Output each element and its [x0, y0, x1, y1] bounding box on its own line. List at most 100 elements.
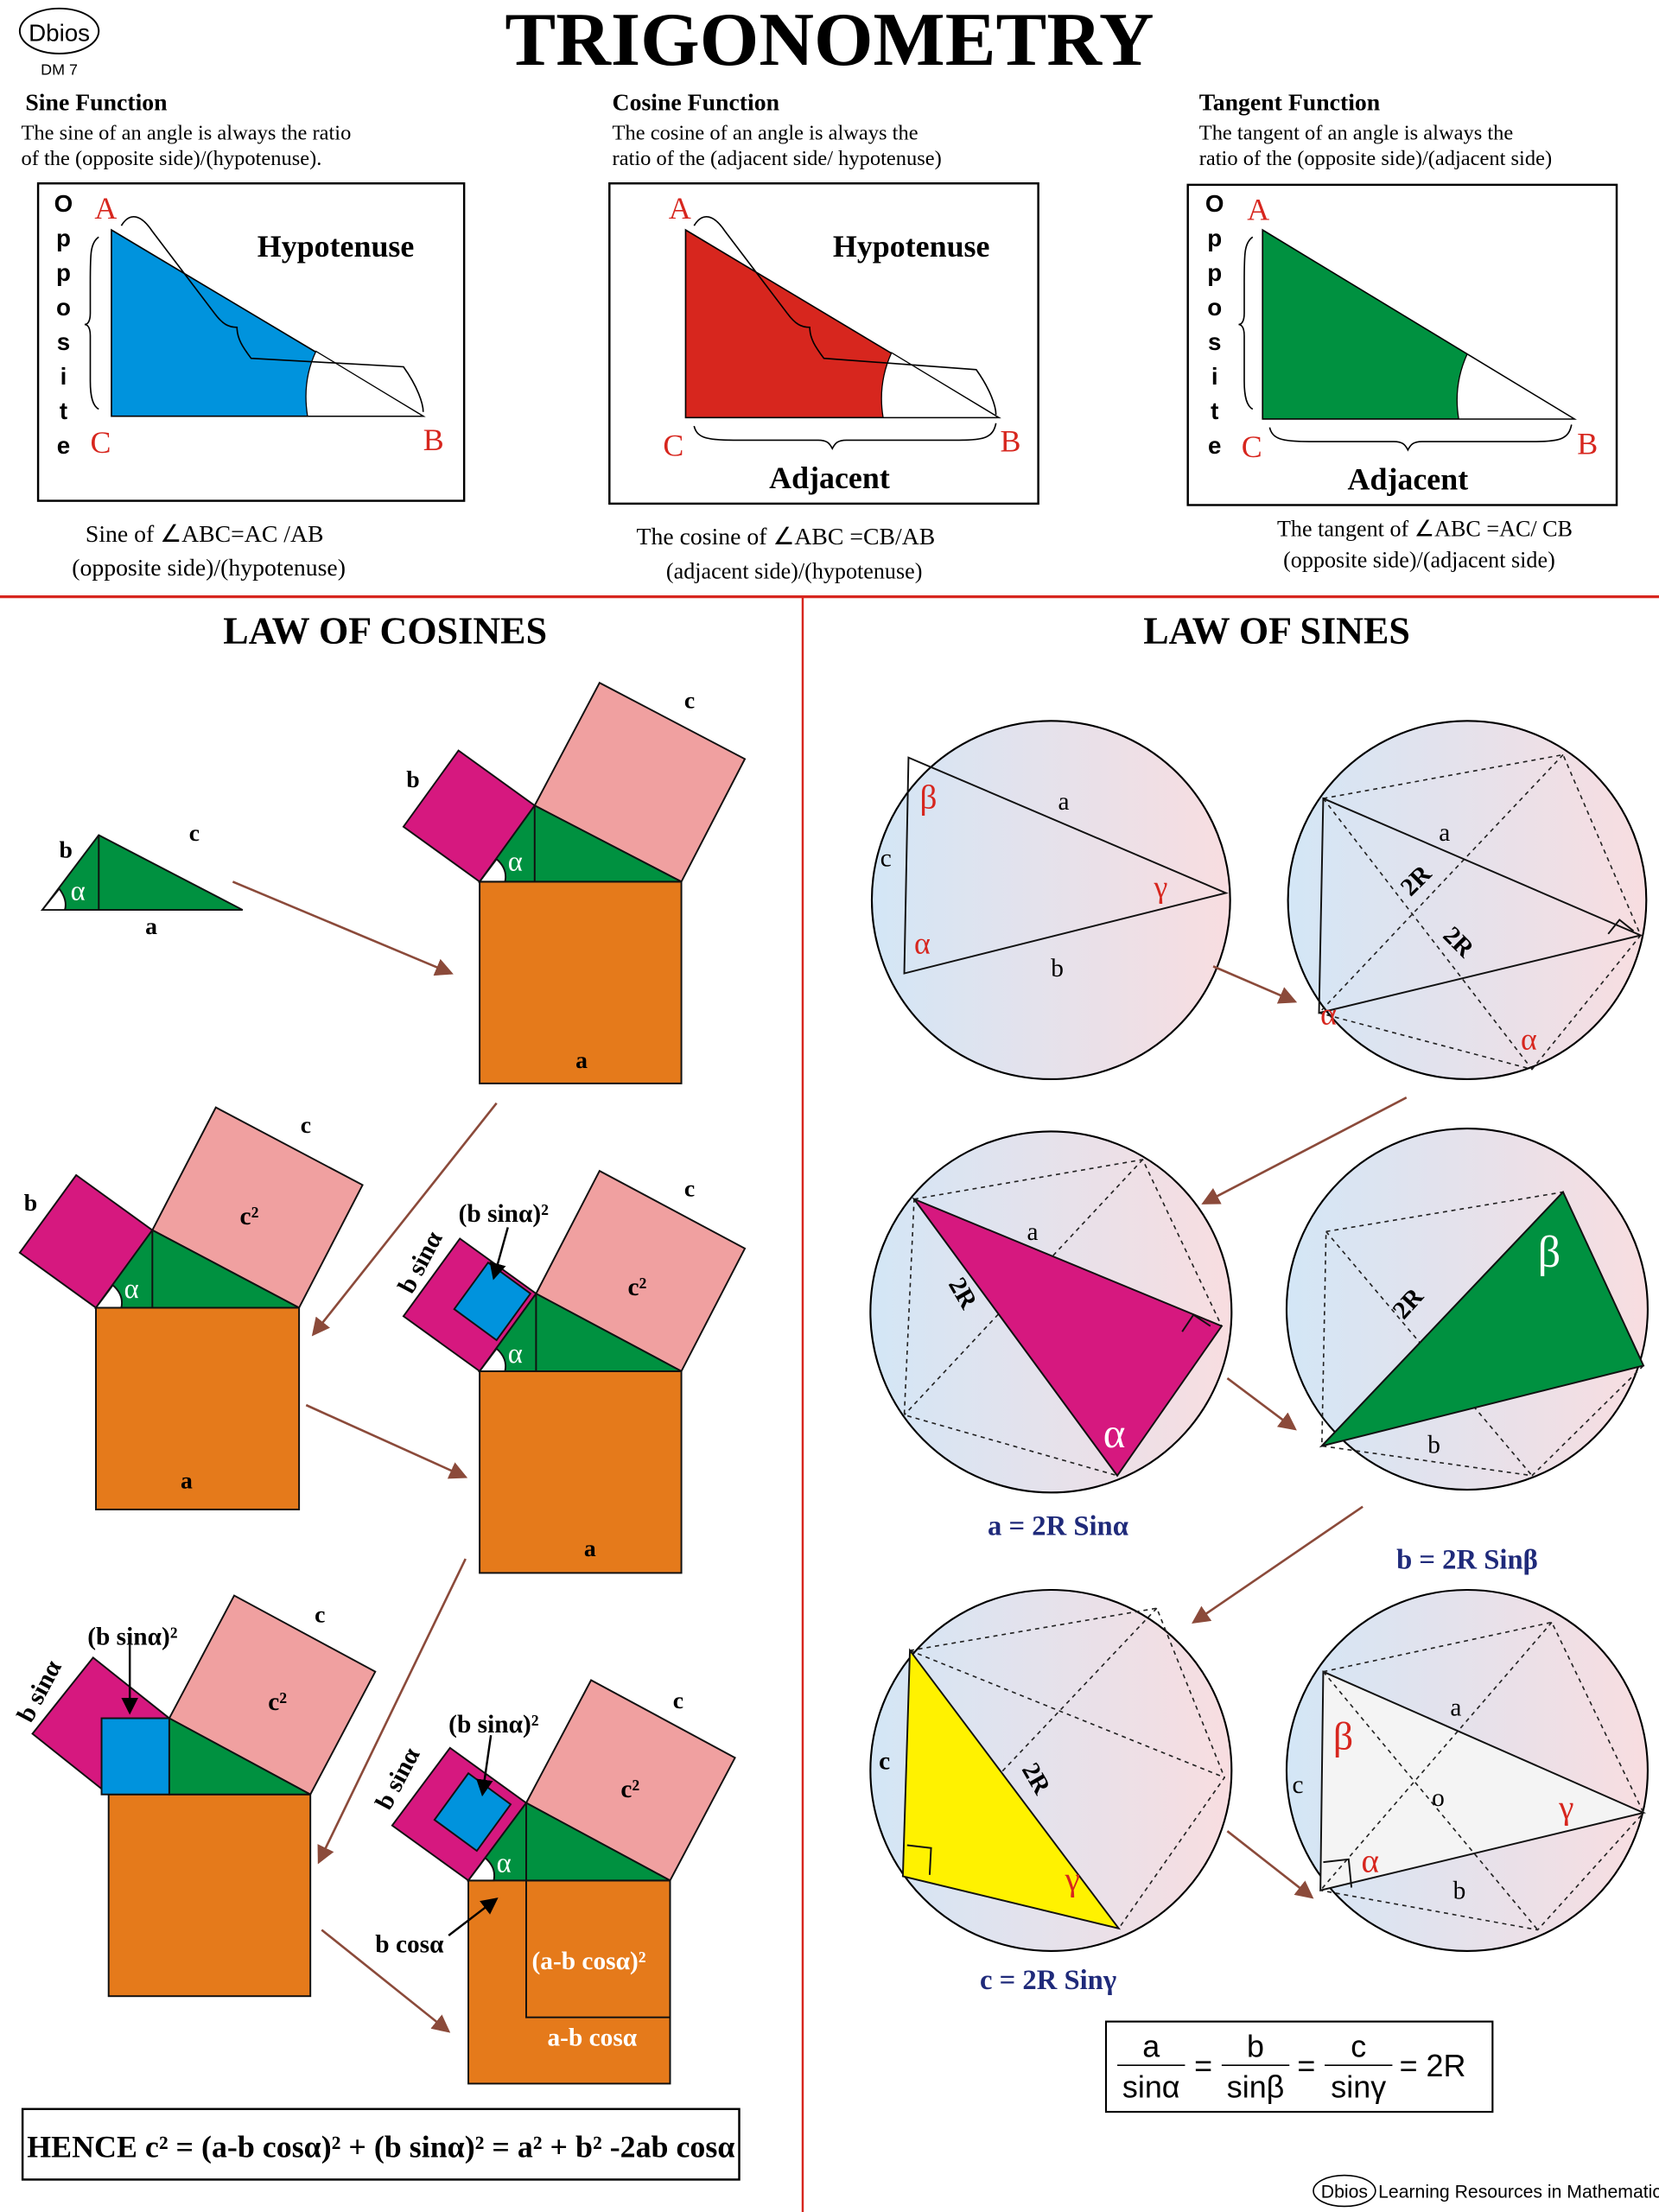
law-of-sines: LAW OF SINES β a γ c α b a 2R 2R α α [869, 609, 1649, 2113]
vertex-a: A [1247, 193, 1269, 227]
side-a: a [575, 1047, 588, 1074]
angle-alpha: α [508, 846, 523, 877]
tangent-desc-2: ratio of the (opposite side)/(adjacent s… [1199, 147, 1552, 170]
sine-title: Sine Function [25, 89, 168, 116]
vertex-b: B [423, 423, 444, 457]
angle-gamma: γ [1558, 1789, 1573, 1826]
circle-4: β 2R b [1285, 1128, 1649, 1491]
sine-box [36, 182, 466, 502]
side-a: a [1439, 819, 1450, 847]
tangent-desc-1: The tangent of an angle is always the [1199, 122, 1514, 145]
c-squared: c² [620, 1776, 639, 1803]
b-cos-alpha: b cosα [375, 1931, 444, 1959]
law-of-cosines: LAW OF COSINES b c a α b c a α [12, 609, 747, 2181]
denominator-sin-gamma: sinγ [1331, 2069, 1386, 2105]
poster-code: DM 7 [41, 61, 78, 79]
step-6-squares: b sinα (b sinα)² c c² α b cosα (a-b cosα… [371, 1679, 736, 2085]
tangent-section: Tangent Function The tangent of an angle… [1186, 89, 1618, 572]
a-minus-bcos: a-b cosα [547, 2024, 637, 2051]
step-5-squares: b sinα (b sinα)² c c² [12, 1594, 377, 1998]
side-a: a [1027, 1218, 1039, 1246]
tangent-caption-2: (opposite side)/(adjacent side) [1283, 547, 1555, 572]
denominator-sin-beta: sinβ [1227, 2069, 1285, 2105]
c-squared: c² [240, 1203, 259, 1230]
step-arrows [232, 880, 498, 2033]
logo-ellipse [18, 7, 100, 55]
side-a: a [1450, 1694, 1461, 1721]
side-c: c [879, 1747, 890, 1775]
circle-1: β a γ c α b [870, 720, 1231, 1081]
vertex-c: C [663, 428, 683, 462]
side-c: c [684, 688, 695, 715]
footer-logo-ellipse [1313, 2174, 1376, 2208]
vertex-b: B [1001, 423, 1021, 458]
side-c: c [315, 1602, 325, 1629]
angle-gamma: γ [1065, 1861, 1080, 1898]
side-b: b [406, 766, 419, 793]
sine-desc-2: of the (opposite side)/(hypotenuse). [21, 147, 321, 170]
a-minus-bcos-squared: (a-b cosα)² [532, 1948, 646, 1975]
sine-desc-1: The sine of an angle is always the ratio [21, 122, 351, 145]
side-b: b [1453, 1878, 1466, 1905]
tangent-caption-1: The tangent of ∠ABC =AC/ CB [1277, 516, 1573, 541]
side-b: b [1427, 1432, 1440, 1459]
c-squared: c² [628, 1274, 647, 1301]
side-a: a [181, 1467, 193, 1494]
side-c: c [684, 1175, 695, 1202]
vertex-b: B [1577, 427, 1598, 461]
vertex-a: A [94, 191, 117, 226]
numerator-b: b [1247, 2028, 1264, 2063]
tangent-adjacent-label: Adjacent [1348, 462, 1469, 497]
cosine-desc-2: ratio of the (adjacent side/ hypotenuse) [613, 147, 942, 170]
tangent-title: Tangent Function [1199, 89, 1381, 116]
cosine-section: Cosine Function The cosine of an angle i… [608, 89, 1039, 583]
side-c: c [189, 820, 200, 847]
footer-text: Learning Resources in Mathematics [1378, 2183, 1659, 2202]
sine-caption-2: (opposite side)/(hypotenuse) [72, 555, 346, 582]
step-4-squares: b sinα (b sinα)² c c² a α [393, 1169, 747, 1574]
footer-logo-text: Dbios [1321, 2183, 1368, 2202]
law-of-sines-title: LAW OF SINES [1143, 609, 1410, 652]
angle-alpha: α [1362, 1843, 1380, 1880]
law-of-cosines-formula: HENCE c² = (a-b cosα)² + (b sinα)² = a² … [27, 2129, 734, 2164]
b-sin-alpha-squared: (b sinα)² [448, 1711, 539, 1738]
angle-beta: β [919, 779, 937, 817]
c-squared: c² [268, 1688, 287, 1716]
numerator-c: c [1351, 2028, 1366, 2063]
side-b: b [24, 1190, 37, 1217]
opposite-brace [1238, 236, 1254, 410]
hypotenuse-brace-curve [693, 216, 997, 416]
vertex-c: C [1242, 429, 1262, 464]
eq-b: b = 2R Sinβ [1396, 1545, 1538, 1576]
angle-arc [1456, 353, 1577, 420]
step-3-squares: b c c² a α [18, 1106, 364, 1510]
circle-3: a 2R α [869, 1130, 1233, 1494]
sines-arrows [1192, 965, 1408, 1899]
angle-arc [880, 352, 1001, 418]
side-b: b [60, 837, 73, 864]
b-sin-alpha-squared: (b sinα)² [87, 1624, 178, 1651]
side-c: c [1293, 1771, 1304, 1799]
side-a: a [584, 1535, 596, 1562]
equals: = [1194, 2048, 1212, 2083]
angle-beta: β [1538, 1227, 1561, 1277]
angle-alpha: α [914, 926, 931, 961]
angle-gamma: γ [1154, 869, 1168, 904]
footer: Dbios Learning Resources in Mathematics [1313, 2174, 1659, 2208]
cosine-adjacent-label: Adjacent [769, 461, 890, 495]
page-title: TRIGONOMETRY [505, 0, 1154, 82]
equals: = [1297, 2048, 1315, 2083]
denominator-sin-alpha: sinα [1122, 2069, 1180, 2105]
sine-section: Sine Function The sine of an angle is al… [21, 89, 466, 582]
side-a: a [1058, 788, 1069, 816]
opposite-brace [84, 236, 99, 410]
equals-2r: = 2R [1400, 2048, 1466, 2083]
side-c: c [673, 1688, 683, 1714]
eq-c: c = 2R Sinγ [980, 1965, 1116, 1996]
circle-2: a 2R 2R α α [1287, 720, 1648, 1081]
angle-beta: β [1333, 1713, 1353, 1758]
adjacent-brace [693, 423, 997, 451]
side-b: b [1051, 955, 1064, 982]
